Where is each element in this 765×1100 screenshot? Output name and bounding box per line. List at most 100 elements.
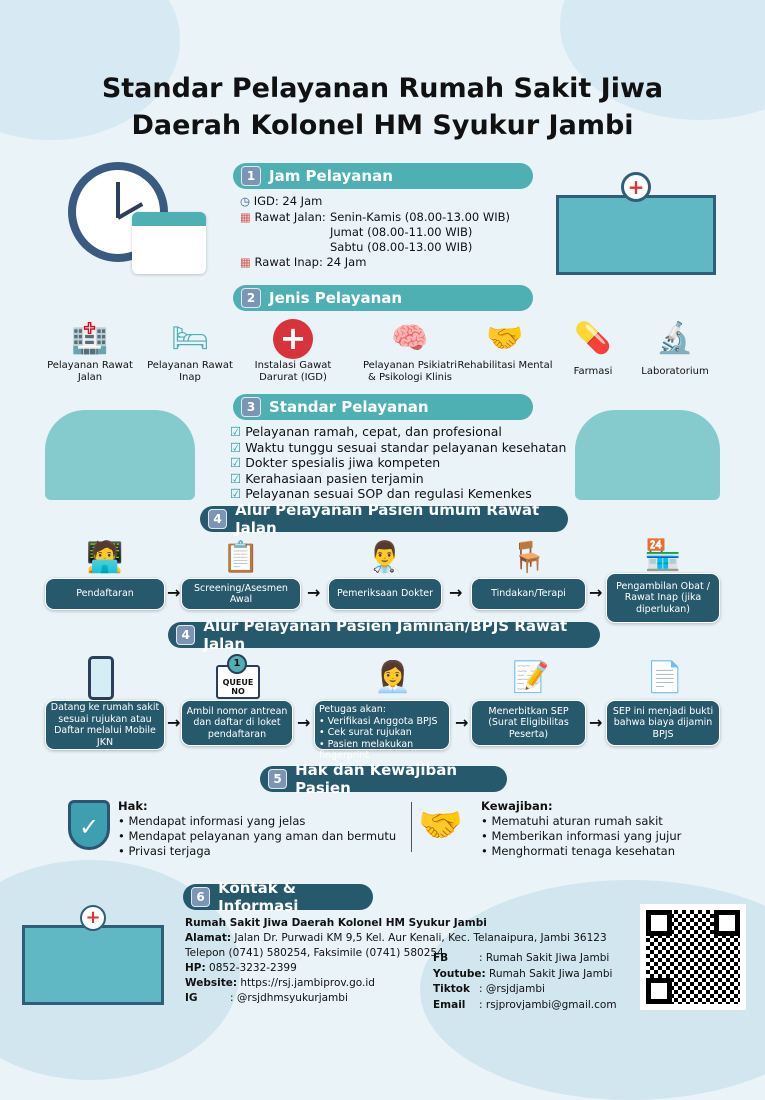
standar-list: ☑Pelayanan ramah, cepat, dan profesional… xyxy=(230,424,566,502)
service-igd: +Instalasi Gawat Darurat (IGD) xyxy=(245,318,341,384)
officer-desk-icon: 👩‍💼 xyxy=(374,659,412,695)
red-cross-icon: + xyxy=(80,905,106,931)
email: Email: rsjprovjambi@gmail.com xyxy=(433,998,617,1011)
section-standar-pelayanan: 3 Standar Pelayanan xyxy=(233,394,533,420)
flow-step: Pemeriksaan Dokter xyxy=(328,578,442,610)
document-pen-icon: 📝 xyxy=(512,659,550,695)
service-laboratorium: 🔬 Laboratorium xyxy=(627,318,723,378)
page-title-line1: Standar Pelayanan Rumah Sakit Jiwa xyxy=(101,73,664,104)
people-support-icon: 🤝 xyxy=(486,321,524,356)
hospital-icon: 🏥 xyxy=(71,321,109,356)
medical-staff-illustration-left xyxy=(45,410,195,500)
service-psikiatri: 🧠 Pelayanan Psikiatri & Psikologi Klinis xyxy=(362,318,458,384)
medicine-icon: 💊 xyxy=(574,321,612,356)
service-label: Pelayanan Psikiatri & Psikologi Klinis xyxy=(362,360,458,383)
calendar-small-icon: ▦ xyxy=(240,210,251,224)
check-icon: ☑ xyxy=(230,424,242,439)
service-label: Pelayanan Rawat Inap xyxy=(147,360,233,383)
standar-item: ☑Pelayanan ramah, cepat, dan profesional xyxy=(230,424,502,439)
hospital-building-icon xyxy=(22,925,164,1005)
schedule-line: Sabtu (08.00-13.00 WIB) xyxy=(330,240,473,254)
section-number: 5 xyxy=(268,769,288,789)
brain-icon: 🧠 xyxy=(391,321,429,356)
doctor-patient-icon: 👨‍⚕️ xyxy=(366,539,404,575)
section-heading: Jenis Pelayanan xyxy=(269,289,403,307)
section-alur-bpjs: 4 Alur Pelayanan Pasien Jaminan/BPJS Rawa… xyxy=(168,617,600,653)
section-number: 2 xyxy=(241,288,261,308)
youtube: Youtube: Rumah Sakit Jiwa Jambi xyxy=(433,967,613,980)
service-label: Instalasi Gawat Darurat (IGD) xyxy=(254,360,332,383)
queue-number-icon: 1 xyxy=(227,654,247,674)
hospital-illustration xyxy=(556,195,716,275)
flow-step: Pengambilan Obat / Rawat Inap (jika dipe… xyxy=(606,573,720,623)
service-label: Farmasi xyxy=(573,366,613,377)
flow-step: Datang ke rumah sakit sesuai rujukan ata… xyxy=(45,700,165,750)
service-label: Rehabilitasi Mental xyxy=(457,360,553,371)
flow-step: Ambil nomor antrean dan daftar di loket … xyxy=(181,700,293,746)
arrow-right-icon: → xyxy=(167,713,181,732)
section-heading: Jam Pelayanan xyxy=(269,167,393,185)
section-number: 3 xyxy=(241,397,261,417)
jam-rawat-inap: ▦ Rawat Inap: 24 Jam xyxy=(240,254,366,270)
section-number: 1 xyxy=(241,166,261,186)
service-label: Laboratorium xyxy=(641,366,709,377)
standar-item: ☑Waktu tunggu sesuai standar pelayanan k… xyxy=(230,439,567,455)
service-farmasi: 💊 Farmasi xyxy=(545,318,641,378)
flow-step: Menerbitkan SEP (Surat Eligibilitas Pese… xyxy=(471,700,586,746)
flow-step: Tindakan/Terapi xyxy=(471,578,586,610)
jam-igd: ◷ IGD: 24 Jam xyxy=(240,193,322,209)
igd-text: IGD: 24 Jam xyxy=(253,194,323,208)
flow-step: SEP ini menjadi bukti bahwa biaya dijami… xyxy=(606,700,720,746)
red-cross-icon: + xyxy=(245,318,341,360)
social-info: FB: Rumah Sakit Jiwa Jambi Youtube: Ruma… xyxy=(433,951,617,1013)
clipboard-icon: 📋 xyxy=(222,539,260,575)
arrow-right-icon: → xyxy=(589,583,603,602)
arrow-right-icon: → xyxy=(297,713,311,732)
calendar-small-icon: ▦ xyxy=(240,255,251,269)
flow-step: Screening/Asesmen Awal xyxy=(181,578,301,610)
website: Website: https://rsj.jambiprov.go.id xyxy=(185,977,375,989)
section-number: 4 xyxy=(208,509,228,529)
section-heading: Alur Pelayanan Pasien Jaminan/BPJS Rawat… xyxy=(203,617,568,653)
section-heading: Kontak & Informasi xyxy=(218,879,299,915)
section-hak-kewajiban: 5 Hak dan Kewajiban Pasien xyxy=(260,761,507,797)
section-jenis-pelayanan: 2 Jenis Pelayanan xyxy=(233,285,533,311)
service-rehabilitasi: 🤝 Rehabilitasi Mental xyxy=(457,318,553,372)
red-cross-icon: + xyxy=(621,172,651,202)
service-label: Pelayanan Rawat Jalan xyxy=(47,360,133,383)
schedule-line: Jumat (08.00-11.00 WIB) xyxy=(330,225,473,239)
microscope-icon: 🔬 xyxy=(656,321,694,356)
arrow-right-icon: → xyxy=(449,583,463,602)
handshake-icon: 🤝 xyxy=(418,805,463,846)
tiktok: Tiktok: @rsjdjambi xyxy=(433,983,545,995)
contact-info: Rumah Sakit Jiwa Daerah Kolonel HM Syuku… xyxy=(185,916,607,1006)
address: Alamat: Jalan Dr. Purwadi KM 9,5 Kel. Au… xyxy=(185,932,607,944)
jam-rawat-jalan: ▦ Rawat Jalan: xyxy=(240,209,326,225)
flow-step: Pendaftaran xyxy=(45,578,165,610)
service-rawat-jalan: 🏥 Pelayanan Rawat Jalan xyxy=(42,318,138,384)
bed-icon: 🛏 xyxy=(170,321,210,356)
section-heading: Hak dan Kewajiban Pasien xyxy=(295,761,458,797)
section-heading: Standar Pelayanan xyxy=(269,398,429,416)
arrow-right-icon: → xyxy=(307,583,321,602)
rawat-inap-text: Rawat Inap: 24 Jam xyxy=(254,255,367,269)
schedule-line: Senin-Kamis (08.00-13.00 WIB) xyxy=(330,210,511,224)
check-icon: ☑ xyxy=(230,486,242,501)
check-icon: ☑ xyxy=(230,470,242,486)
stamped-document-icon: 📄 xyxy=(646,659,684,695)
service-rawat-inap: 🛏 Pelayanan Rawat Inap xyxy=(142,318,238,384)
check-icon: ☑ xyxy=(230,455,242,470)
standar-item: ☑Dokter spesialis jiwa kompeten xyxy=(230,455,441,470)
phone: Telepon (0741) 580254, Faksimile (0741) … xyxy=(185,947,444,959)
section-number: 4 xyxy=(176,625,196,645)
qr-code[interactable] xyxy=(640,904,746,1010)
medical-staff-illustration-right xyxy=(575,410,720,500)
arrow-right-icon: → xyxy=(455,713,469,732)
clock-small-icon: ◷ xyxy=(240,194,251,208)
pharmacy-icon: 🏪 xyxy=(644,537,682,573)
section-jam-pelayanan: 1 Jam Pelayanan xyxy=(233,163,533,189)
shield-check-icon: ✓ xyxy=(68,800,110,850)
standar-item: ☑Pelayanan sesuai SOP dan regulasi Kemen… xyxy=(230,486,532,501)
standar-item: ☑Kerahasiaan pasien terjamin xyxy=(230,470,424,486)
